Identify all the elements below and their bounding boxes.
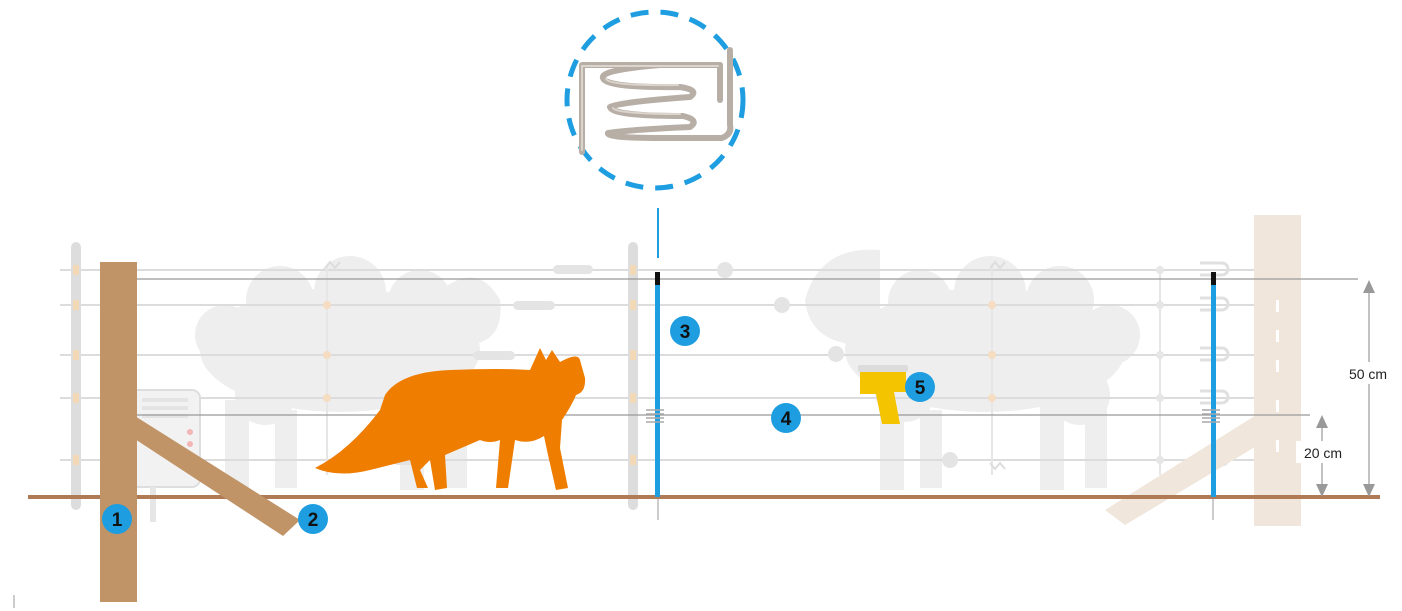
callout-badge-2: 2 <box>298 504 328 534</box>
dimension-20cm-bg <box>1296 441 1350 463</box>
spring-insulator-icon <box>646 409 1220 423</box>
dimension-20cm-label: 20 cm <box>1304 445 1342 461</box>
fox-icon <box>315 348 586 490</box>
fence-post <box>628 242 638 510</box>
svg-text:3: 3 <box>680 322 691 343</box>
svg-text:5: 5 <box>915 378 926 399</box>
dimension-50cm-label: 50 cm <box>1349 366 1387 382</box>
callout-badge-5: 5 <box>905 372 935 402</box>
callout-badge-3: 3 <box>670 316 700 346</box>
blue-post <box>655 272 1216 497</box>
callout-badge-4: 4 <box>771 403 801 433</box>
fence-post <box>71 242 81 510</box>
spring-tensioner-icon <box>564 9 746 191</box>
wood-post-faded <box>1105 215 1301 526</box>
new-wires <box>100 278 1358 416</box>
dimension-50cm-bg <box>1340 362 1396 384</box>
insulator-tool-icon <box>858 365 908 424</box>
dimension-50cm <box>1363 280 1375 497</box>
svg-text:4: 4 <box>781 409 792 430</box>
svg-text:2: 2 <box>308 510 319 531</box>
sheep-icon <box>805 249 1140 490</box>
callout-badge-1: 1 <box>102 504 132 534</box>
svg-text:1: 1 <box>112 510 123 531</box>
wood-post <box>100 262 300 602</box>
fence-post <box>323 260 1164 475</box>
fence-wires <box>60 269 1290 461</box>
ground-ticks <box>13 499 1214 608</box>
